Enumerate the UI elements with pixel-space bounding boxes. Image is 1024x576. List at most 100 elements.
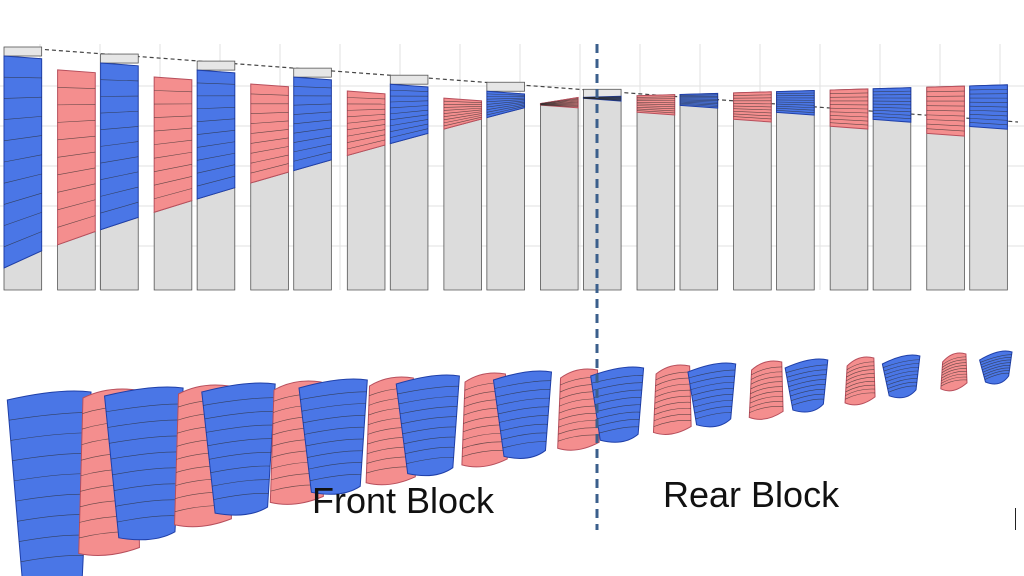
rotor-blade [590,366,645,443]
rotor-blade-3d-9 [395,374,460,477]
span-line [540,103,579,105]
span-line [733,108,772,111]
span-line [693,400,733,408]
rotor-blade [881,354,921,399]
span-line [443,107,482,111]
hub-segment [679,92,719,291]
span-line [942,356,967,365]
span-line [3,231,42,248]
hub-segment [540,97,579,291]
span-line [873,109,911,113]
span-line [197,141,235,148]
rotor-blade [298,378,368,495]
span-line [347,139,386,150]
rotor-row-13 [582,88,622,291]
rotor-blade [196,69,236,200]
span-line [154,188,192,200]
span-line [206,424,273,433]
span-line [941,373,967,382]
span-line [498,406,549,415]
rotor-row-21 [969,84,1008,291]
span-line [776,105,815,109]
span-line [399,406,458,415]
span-line [679,102,718,106]
span-line [980,354,1012,363]
span-line [733,113,772,117]
rotor-blade-3d-11 [492,370,553,459]
span-line [305,438,364,447]
stator-row-10 [443,97,483,291]
span-line [390,105,428,109]
span-line [788,379,826,387]
span-line [308,462,362,470]
span-line [883,359,920,368]
span-line [390,123,429,132]
span-line [390,128,429,138]
stator-blade [636,94,676,116]
rotor-blade-3d-3 [103,386,184,541]
span-line [307,450,363,458]
span-line [751,366,782,375]
span-line [209,452,271,460]
span-line [250,120,289,124]
span-line [347,108,385,111]
span-line [347,113,385,118]
span-line [390,109,428,115]
span-line [57,135,96,141]
span-line [197,118,235,122]
span-line [789,384,826,392]
span-line [57,167,96,176]
span-line [654,401,691,410]
span-line [57,87,96,89]
span-line [941,368,967,376]
span-line [57,215,96,228]
span-line [637,106,675,110]
casing-cap [3,46,43,57]
rotor-row-11 [486,81,526,291]
span-line [599,426,639,434]
span-line [443,111,482,117]
span-line [790,389,825,397]
span-line [830,107,868,110]
span-line [969,122,1008,126]
rotor-blade-3d-5 [201,382,276,516]
rotor-blade [3,55,43,269]
span-line [655,371,690,381]
span-line [982,362,1011,371]
span-line [558,420,599,428]
span-line [540,102,579,105]
span-line [113,483,178,491]
span-line [689,375,735,385]
span-line [347,134,386,143]
span-line [486,104,525,113]
span-line [733,116,772,120]
meridional-view [3,46,1019,291]
span-line [486,93,525,96]
text-cursor [1015,508,1016,530]
span-line [403,436,456,445]
span-line [776,110,815,113]
rotor-blade-3d-13 [590,366,645,443]
span-line [3,154,42,163]
rotor-blade [6,390,92,576]
rotor-row-15 [679,92,719,291]
span-line [583,96,622,98]
span-line [100,126,139,131]
span-line [873,106,911,109]
span-line [115,499,177,507]
span-line [213,493,269,500]
span-line [486,103,525,110]
span-line [486,99,525,103]
span-line [197,129,235,135]
span-line [494,380,551,389]
rotor-row-3 [100,53,139,291]
span-line [250,163,289,174]
span-line [830,122,868,126]
stator-blade-3d-20 [940,352,968,392]
span-line [3,173,42,184]
span-line [830,118,868,122]
span-line [637,108,675,112]
span-line [109,435,181,444]
casing-cap [389,74,429,85]
